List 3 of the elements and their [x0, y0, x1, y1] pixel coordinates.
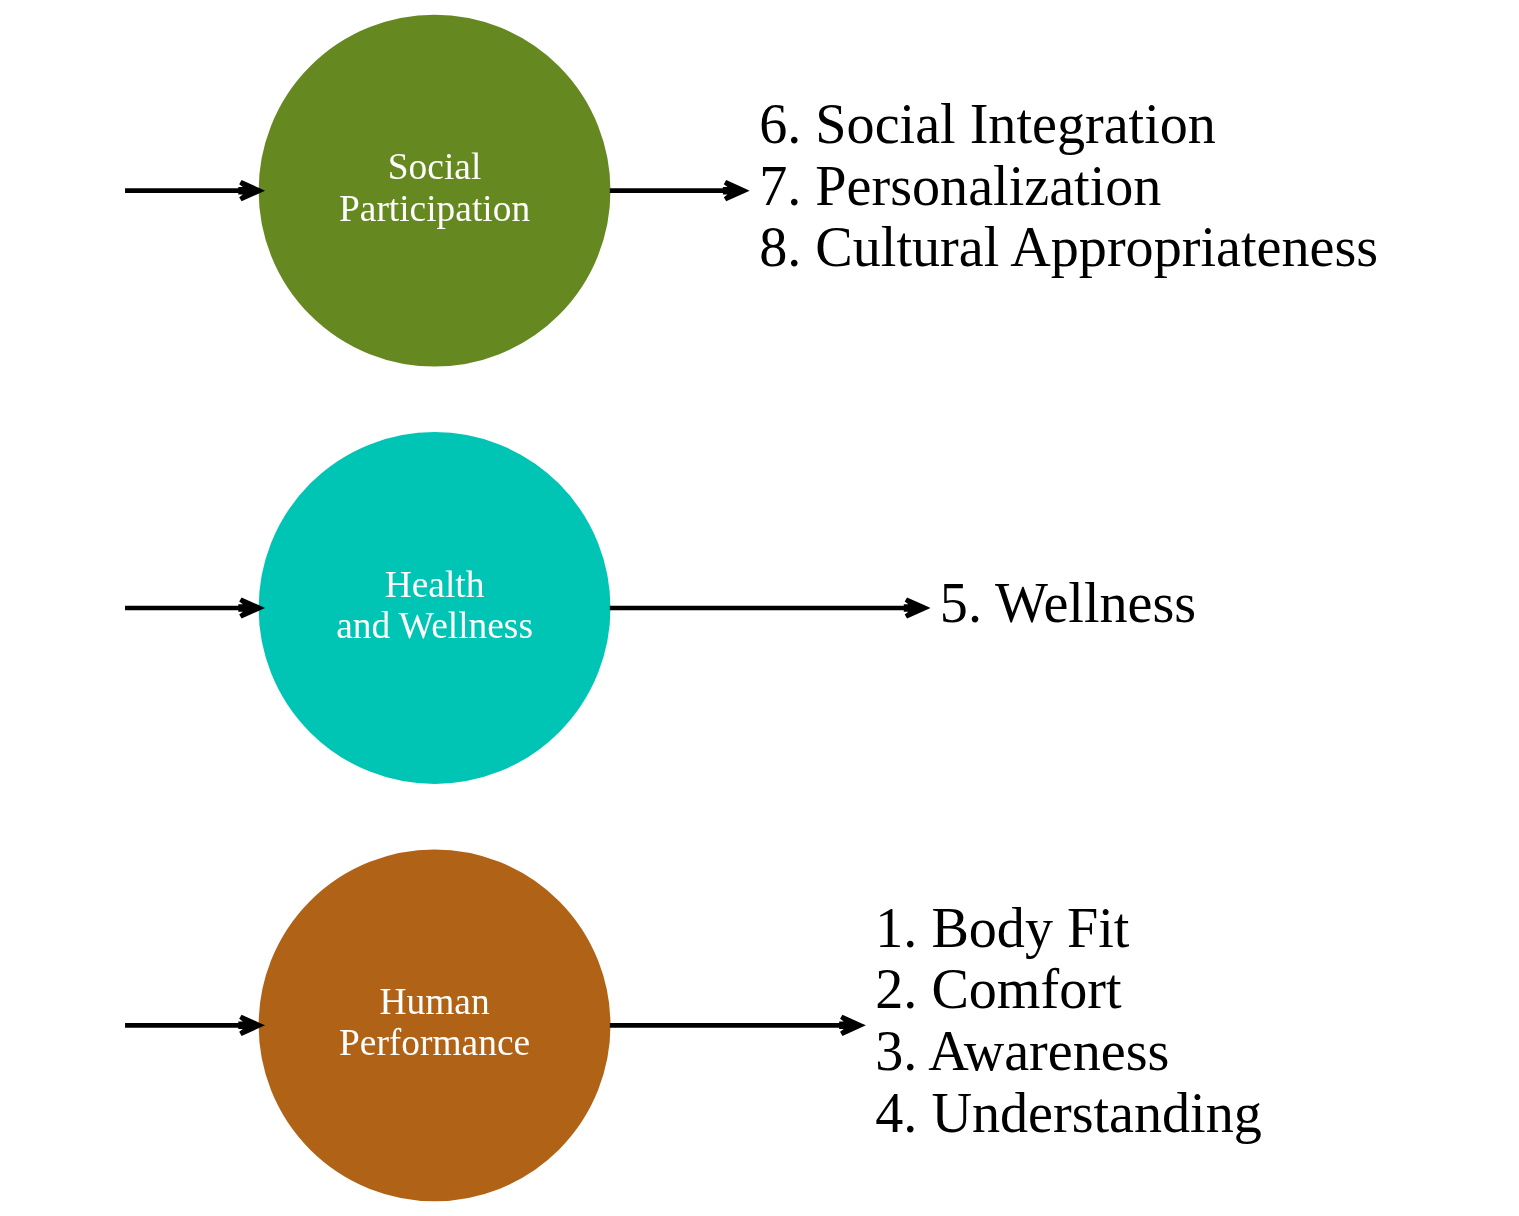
node-text: 6. Social Integration 7. Personalization 8. Cultural Appropriateness — [759, 92, 1379, 279]
node-text: 1. Body Fit 2. Comfort 3. Awareness 4. Understanding — [875, 896, 1262, 1144]
node-text: 5. Wellness — [939, 572, 1197, 635]
